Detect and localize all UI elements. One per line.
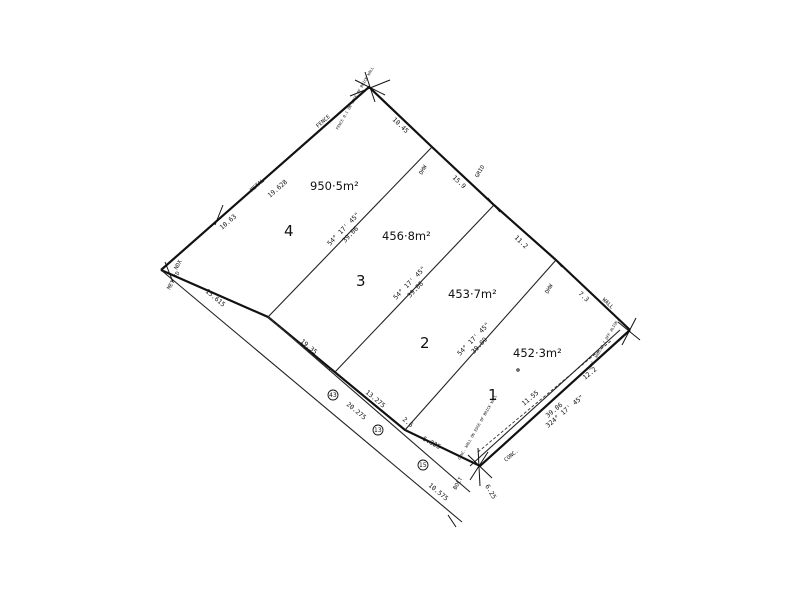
note-conc: CONC. <box>503 448 520 463</box>
lot-1-fence-line <box>477 339 613 453</box>
lot-3-area: 456·8m² <box>382 229 431 243</box>
lot-3-number: 3 <box>356 272 366 290</box>
point-marker-a <box>327 389 339 401</box>
lot-3-2-line <box>334 204 495 373</box>
note-dhw-2: DHW <box>545 283 556 295</box>
lot-4-3-line <box>267 146 433 318</box>
lot-1-south-line <box>469 329 621 467</box>
point-label-c: 15 <box>419 462 427 469</box>
note-ndx: NDX <box>174 259 185 271</box>
dim-small-b: 6.25 <box>483 483 498 501</box>
lot-1-area: 452·3m² <box>513 346 562 360</box>
lot-4-number: 4 <box>284 222 294 240</box>
lot-3-dashed-line <box>267 316 331 371</box>
point-label-a: 43 <box>329 392 337 399</box>
corner-mark-east <box>617 317 641 346</box>
lot-2-1-line <box>404 259 557 431</box>
lot-4-area: 950·5m² <box>310 179 359 193</box>
southwest-road-line <box>160 269 463 523</box>
road-offset-line <box>267 316 471 493</box>
dim-sw-d: 6.325 <box>421 435 442 451</box>
note-dhw: DHW <box>419 164 430 176</box>
lot-2-number: 2 <box>420 334 430 352</box>
dim-ne-b: 15.9 <box>451 174 468 191</box>
note-wall-north: FENCE 0.1 ON EDGE OF BRICK WALL <box>335 65 376 130</box>
dim-ne-c: 11.2 <box>513 234 530 251</box>
north-boundary <box>160 85 631 331</box>
dim-ne-a: 10.45 <box>391 116 411 135</box>
boundary-tick-marks <box>164 139 563 528</box>
point-marker-c <box>417 459 429 471</box>
point-label-b: 13 <box>374 427 382 434</box>
lot-1-number: 1 <box>488 386 498 404</box>
dim-sw-e: 20.275 <box>345 400 368 421</box>
point-marker-b <box>372 424 384 436</box>
dim-sw-f: 10.575 <box>427 481 450 502</box>
note-conc-wall-s: CONC. WALL ON EDGE OF BRICK WALL <box>457 393 499 460</box>
dim-nw-lower: 10.63 <box>218 213 238 232</box>
note-grid: GRID <box>475 165 487 179</box>
dim-nw-upper: 19.628 <box>266 178 289 199</box>
corner-mark-north <box>349 71 391 103</box>
lot-2-area: 453·7m² <box>448 287 497 301</box>
dot-marker <box>516 368 520 372</box>
corner-mark-south <box>467 447 493 487</box>
